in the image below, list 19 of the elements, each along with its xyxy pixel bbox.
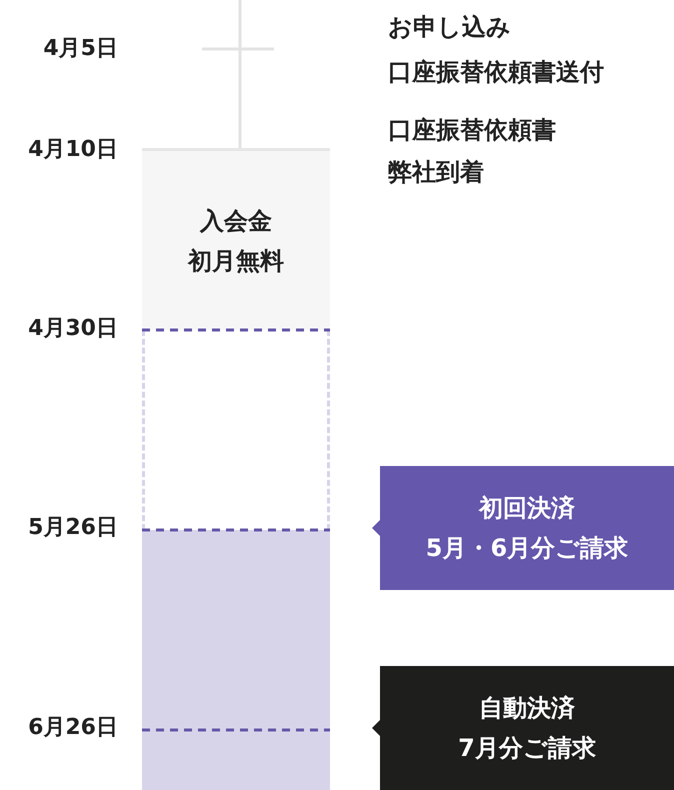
date-label: 5月26日 [27,517,118,539]
date-label: 4月5日 [42,38,118,60]
date-label: 4月30日 [27,318,118,340]
period-box [142,148,330,330]
box-text: 7月分ご請求 [458,733,596,764]
billing-period-bar [142,530,330,790]
date-label: 6月26日 [27,717,118,739]
note-text: 弊社到着 [388,160,484,184]
box-text: 入会金 [200,206,272,236]
note-text: 口座振替依頼書送付 [388,60,604,84]
note-text: 口座振替依頼書 [388,118,556,142]
callout-box [380,466,674,590]
callout-box [380,666,674,790]
box-text: 自動決済 [479,693,575,724]
box-text: 初月無料 [188,246,284,276]
note-text: お申し込み [388,15,511,39]
box-text: 初回決済 [479,493,575,524]
box-text: 5月・6月分ご請求 [426,533,628,564]
date-label: 4月10日 [27,139,118,161]
